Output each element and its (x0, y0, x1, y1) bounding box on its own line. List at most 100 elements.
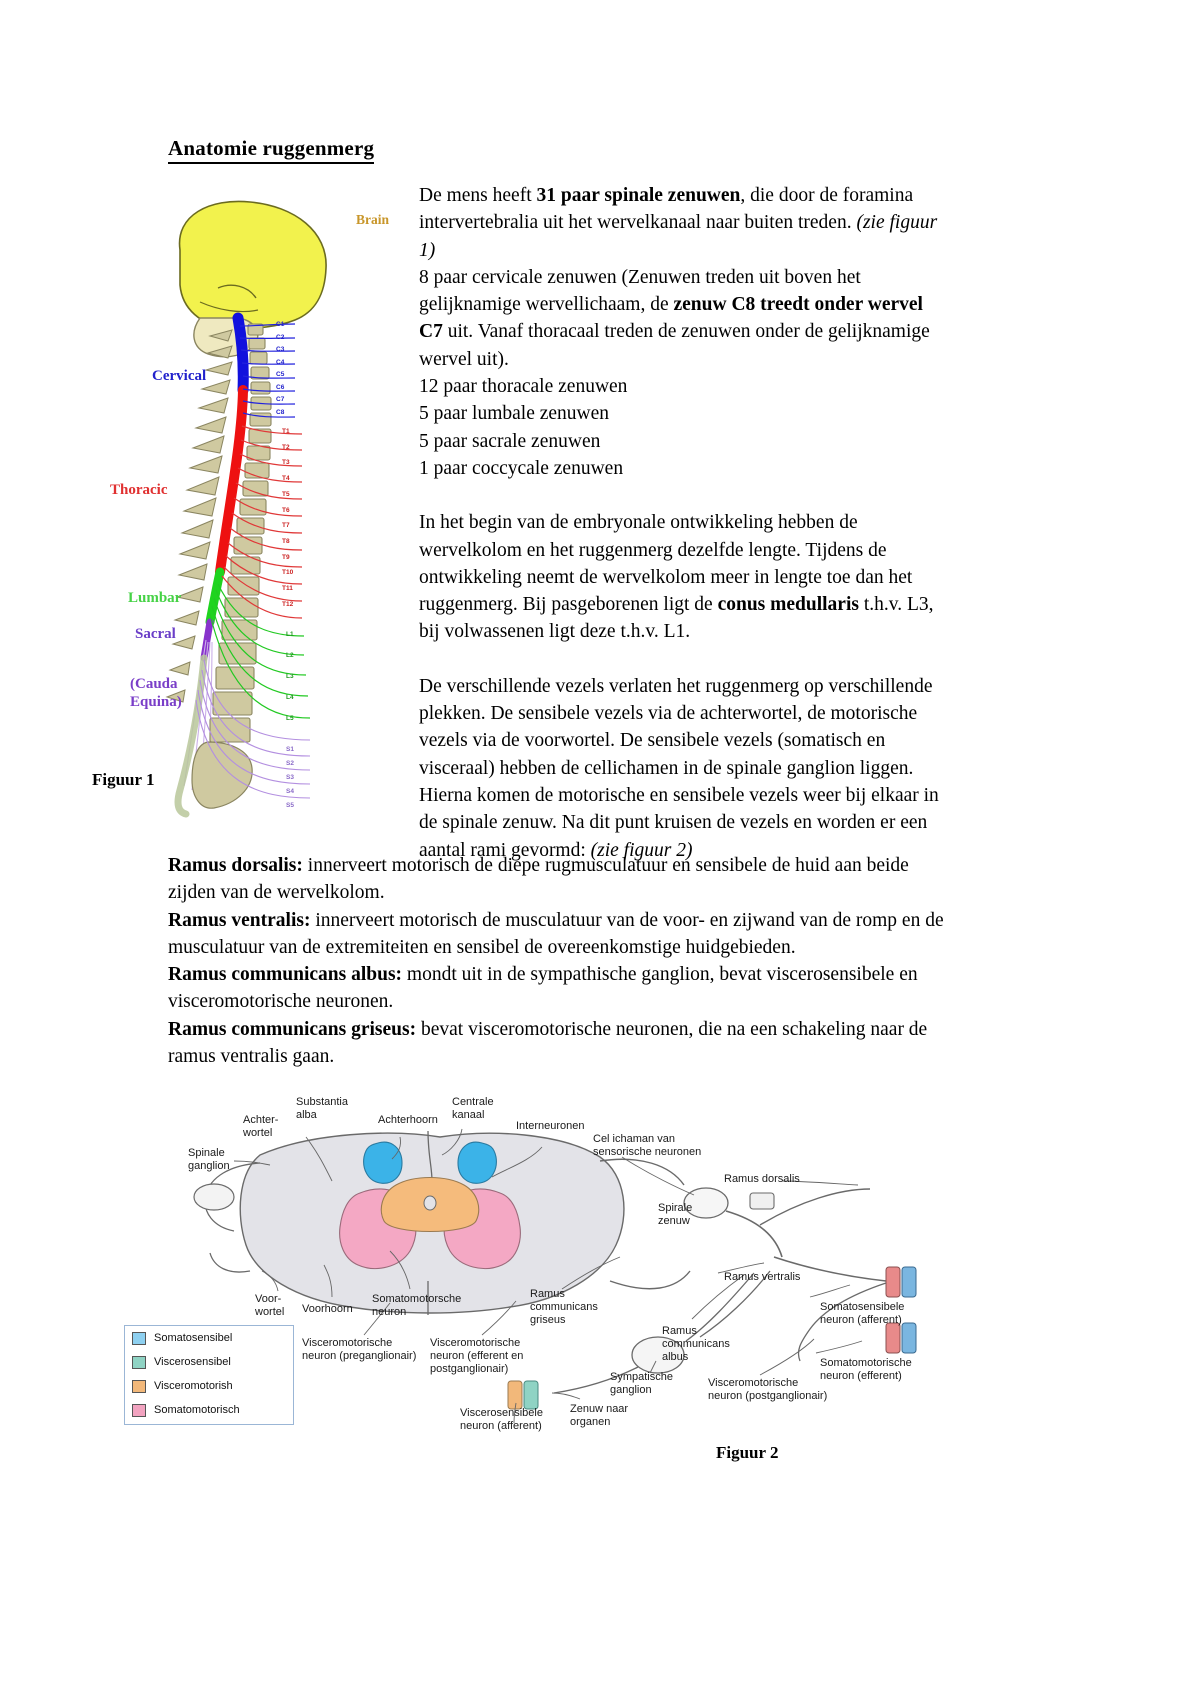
paragraph-spacer-2 (419, 646, 947, 673)
intro-p2b: zenuw C8 treedt onder wervel C7 (419, 294, 923, 343)
legend-swatch-visceromotorish (132, 1379, 146, 1393)
label-leader-lines (233, 1128, 863, 1424)
vertebra-label-t8: T8 (282, 537, 290, 545)
figure2-label-centrale-kanaal: Centrale kanaal (452, 1096, 494, 1121)
vertebra-label-s4: S4 (286, 788, 294, 795)
ramus-communicans-albus-branch (699, 1270, 771, 1338)
ramus-dorsalis-text: innerveert motorisch de diepe rugmuscula… (168, 855, 909, 904)
figure2-label-viscerosensibele-neuron: Viscerosensibele neuron (afferent) (460, 1407, 543, 1432)
ramus-dorsalis: Ramus dorsalis: innerveert motorisch de … (168, 852, 948, 907)
figure2-label-achterwortel: Achter- wortel (243, 1114, 279, 1139)
figure1-label-cauda: (Cauda (130, 676, 178, 692)
vertebra-label-c2: C2 (276, 333, 285, 341)
vertebra-label-t11: T11 (282, 585, 293, 592)
vertebra-label-c8: C8 (276, 408, 285, 416)
ramus-griseus-text: bevat visceromotorische neuronen, die na… (168, 1018, 928, 1068)
legend-swatch-somatosensibel (132, 1331, 146, 1345)
vertebra-label-c7: C7 (276, 396, 285, 403)
ventral-root-left (209, 1252, 251, 1273)
intro-text-column: De mens heeft 31 paar spinale zenuwen, d… (419, 182, 947, 864)
vertebra-label-l3: L3 (286, 673, 294, 680)
ramus-griseus-term: Ramus communicans griseus: (168, 1018, 417, 1040)
figure2-label-visceromotorische-postgang: Visceromotorische neuron (efferent en po… (430, 1337, 524, 1375)
legend-label-viscerosensibel: Viscerosensibel (154, 1356, 231, 1368)
dorsal-horn-left (363, 1141, 403, 1184)
legend-label-somatomotorisch: Somatomotorisch (154, 1404, 240, 1416)
intro-p1a: De mens heeft (419, 185, 537, 206)
figure1-label-thoracic: Thoracic (110, 482, 168, 498)
figure2-label-ramus-comm-griseus: Ramus communicans griseus (530, 1288, 598, 1326)
vertebra-label-t6: T6 (282, 506, 290, 514)
intro-p2a: 8 paar cervicale zenuwen (Zenuwen treden… (419, 266, 861, 316)
spinal-ganglion-left (193, 1183, 235, 1211)
legend-swatch-somatomotorisch (132, 1403, 146, 1417)
thoracic-nerve-roots (221, 425, 303, 619)
figure2-label-sympathische-ganglion: Sympatische ganglion (610, 1371, 673, 1396)
sympathische-ganglion-shape (631, 1336, 685, 1374)
ramus-dorsalis-term: Ramus dorsalis: (168, 855, 303, 876)
vertebra-label-c6: C6 (276, 383, 285, 391)
ramus-ventralis-term: Ramus ventralis: (168, 909, 311, 931)
vertebra-label-s5: S5 (286, 802, 294, 809)
figure2-label-achterhoorn: Achterhoorn (378, 1114, 438, 1126)
figure2-label-substantia-alba: Substantia alba (296, 1096, 348, 1121)
figure2-label-visceromotorische-postgang2: Visceromotorische neuron (postganglionai… (708, 1377, 828, 1402)
intro-p2c: uit. Vanaf thoracaal treden de zenuwen o… (419, 321, 930, 370)
vertebra-label-l1: L1 (286, 631, 294, 638)
figure2-label-ramus-ventralis: Ramus vertralis (724, 1271, 801, 1283)
rami-definitions: Ramus dorsalis: innerveert motorisch de … (168, 852, 948, 1070)
intro-p1c: , die door de foramina intervertebralia … (419, 185, 914, 234)
ramus-ventralis: Ramus ventralis: innerveert motorisch de… (168, 907, 948, 962)
vertebra-label-t12: T12 (282, 600, 294, 608)
legend-row: Viscerosensibel (125, 1350, 293, 1374)
figure1-label-equina: Equina) (130, 694, 182, 710)
figure2-label-somatomotorische-neuron: Somatomotorsche neuron (372, 1293, 462, 1318)
vertebra-label-l2: L2 (286, 652, 294, 659)
spinal-nerve-trunk (725, 1210, 783, 1258)
vertebra-label-t9: T9 (282, 553, 290, 561)
vertebra-label-t2: T2 (282, 443, 290, 451)
figure2-label-somatomotorische-neuron-eff: Somatomotorische neuron (efferent) (820, 1357, 912, 1382)
legend-swatch-viscerosensibel (132, 1355, 146, 1369)
legend-label-somatosensibel: Somatosensibel (154, 1332, 233, 1344)
figure2-label-ramus-comm-albus: Ramus communicans albus (662, 1325, 730, 1363)
spinal-ganglion-right (683, 1187, 729, 1219)
line-lumbale: 5 paar lumbale zenuwen (419, 403, 610, 425)
legend-row: Somatosensibel (125, 1326, 293, 1350)
vertebra-label-t1: T1 (282, 428, 290, 435)
vezels-a: De verschillende vezels verlaten het rug… (419, 675, 939, 861)
paragraph-spacer-1 (419, 482, 947, 509)
figure2-label-spinale-zenuw: Spirale zenuw (658, 1202, 693, 1227)
embryo-b: conus medullaris (717, 594, 859, 616)
spinale-zenuw-marker (749, 1192, 775, 1210)
figure2-label-ramus-dorsalis: Ramus dorsalis (724, 1173, 800, 1185)
figure1-label-sacral: Sacral (135, 626, 176, 642)
figure2-label-voorwortel: Voor- wortel (255, 1293, 285, 1318)
vertebra-label-l5: L5 (286, 715, 294, 722)
ramus-ventralis-text: innerveert motorisch de musculatuur van … (168, 909, 944, 958)
vertebra-label-s3: S3 (286, 774, 294, 781)
line-sacrale: 5 paar sacrale zenuwen (419, 430, 601, 452)
vertebra-label-s1: S1 (286, 746, 294, 753)
figure1-label-brain: Brain (356, 212, 390, 227)
dorsal-horn-right (457, 1141, 497, 1184)
vertebra-label-c1: C1 (276, 321, 285, 328)
peripheral-nerve-bundle-upper (885, 1266, 917, 1298)
figure2-label-voorhoorn: Voorhoorn (302, 1303, 353, 1315)
zenuw-naar-organen-branch (553, 1366, 639, 1394)
ramus-communicans-griseus: Ramus communicans griseus: bevat viscero… (168, 1016, 948, 1071)
figure1-label-lumbar: Lumbar (128, 590, 182, 606)
vertebra-label-c3: C3 (276, 346, 285, 353)
intro-p1b: 31 paar spinale zenuwen (536, 185, 741, 206)
paragraph-vezels: De verschillende vezels verlaten het rug… (419, 673, 947, 864)
vertebra-label-c5: C5 (276, 371, 285, 378)
figure-1-spinal-cord: Brain Cervical Thoracic Lumbar Sacral (C… (80, 190, 410, 830)
figure2-label-zenuw-naar-organen: Zenuw naar organen (570, 1403, 629, 1428)
intro-p1d: (zie figuur 1) (419, 212, 938, 261)
thoracic-cord (215, 385, 248, 577)
ramus-albus-term: Ramus communicans albus: (168, 964, 403, 986)
paragraph-spinal-nerves: De mens heeft 31 paar spinale zenuwen, d… (419, 182, 947, 264)
vertebra-label-t4: T4 (282, 475, 290, 483)
